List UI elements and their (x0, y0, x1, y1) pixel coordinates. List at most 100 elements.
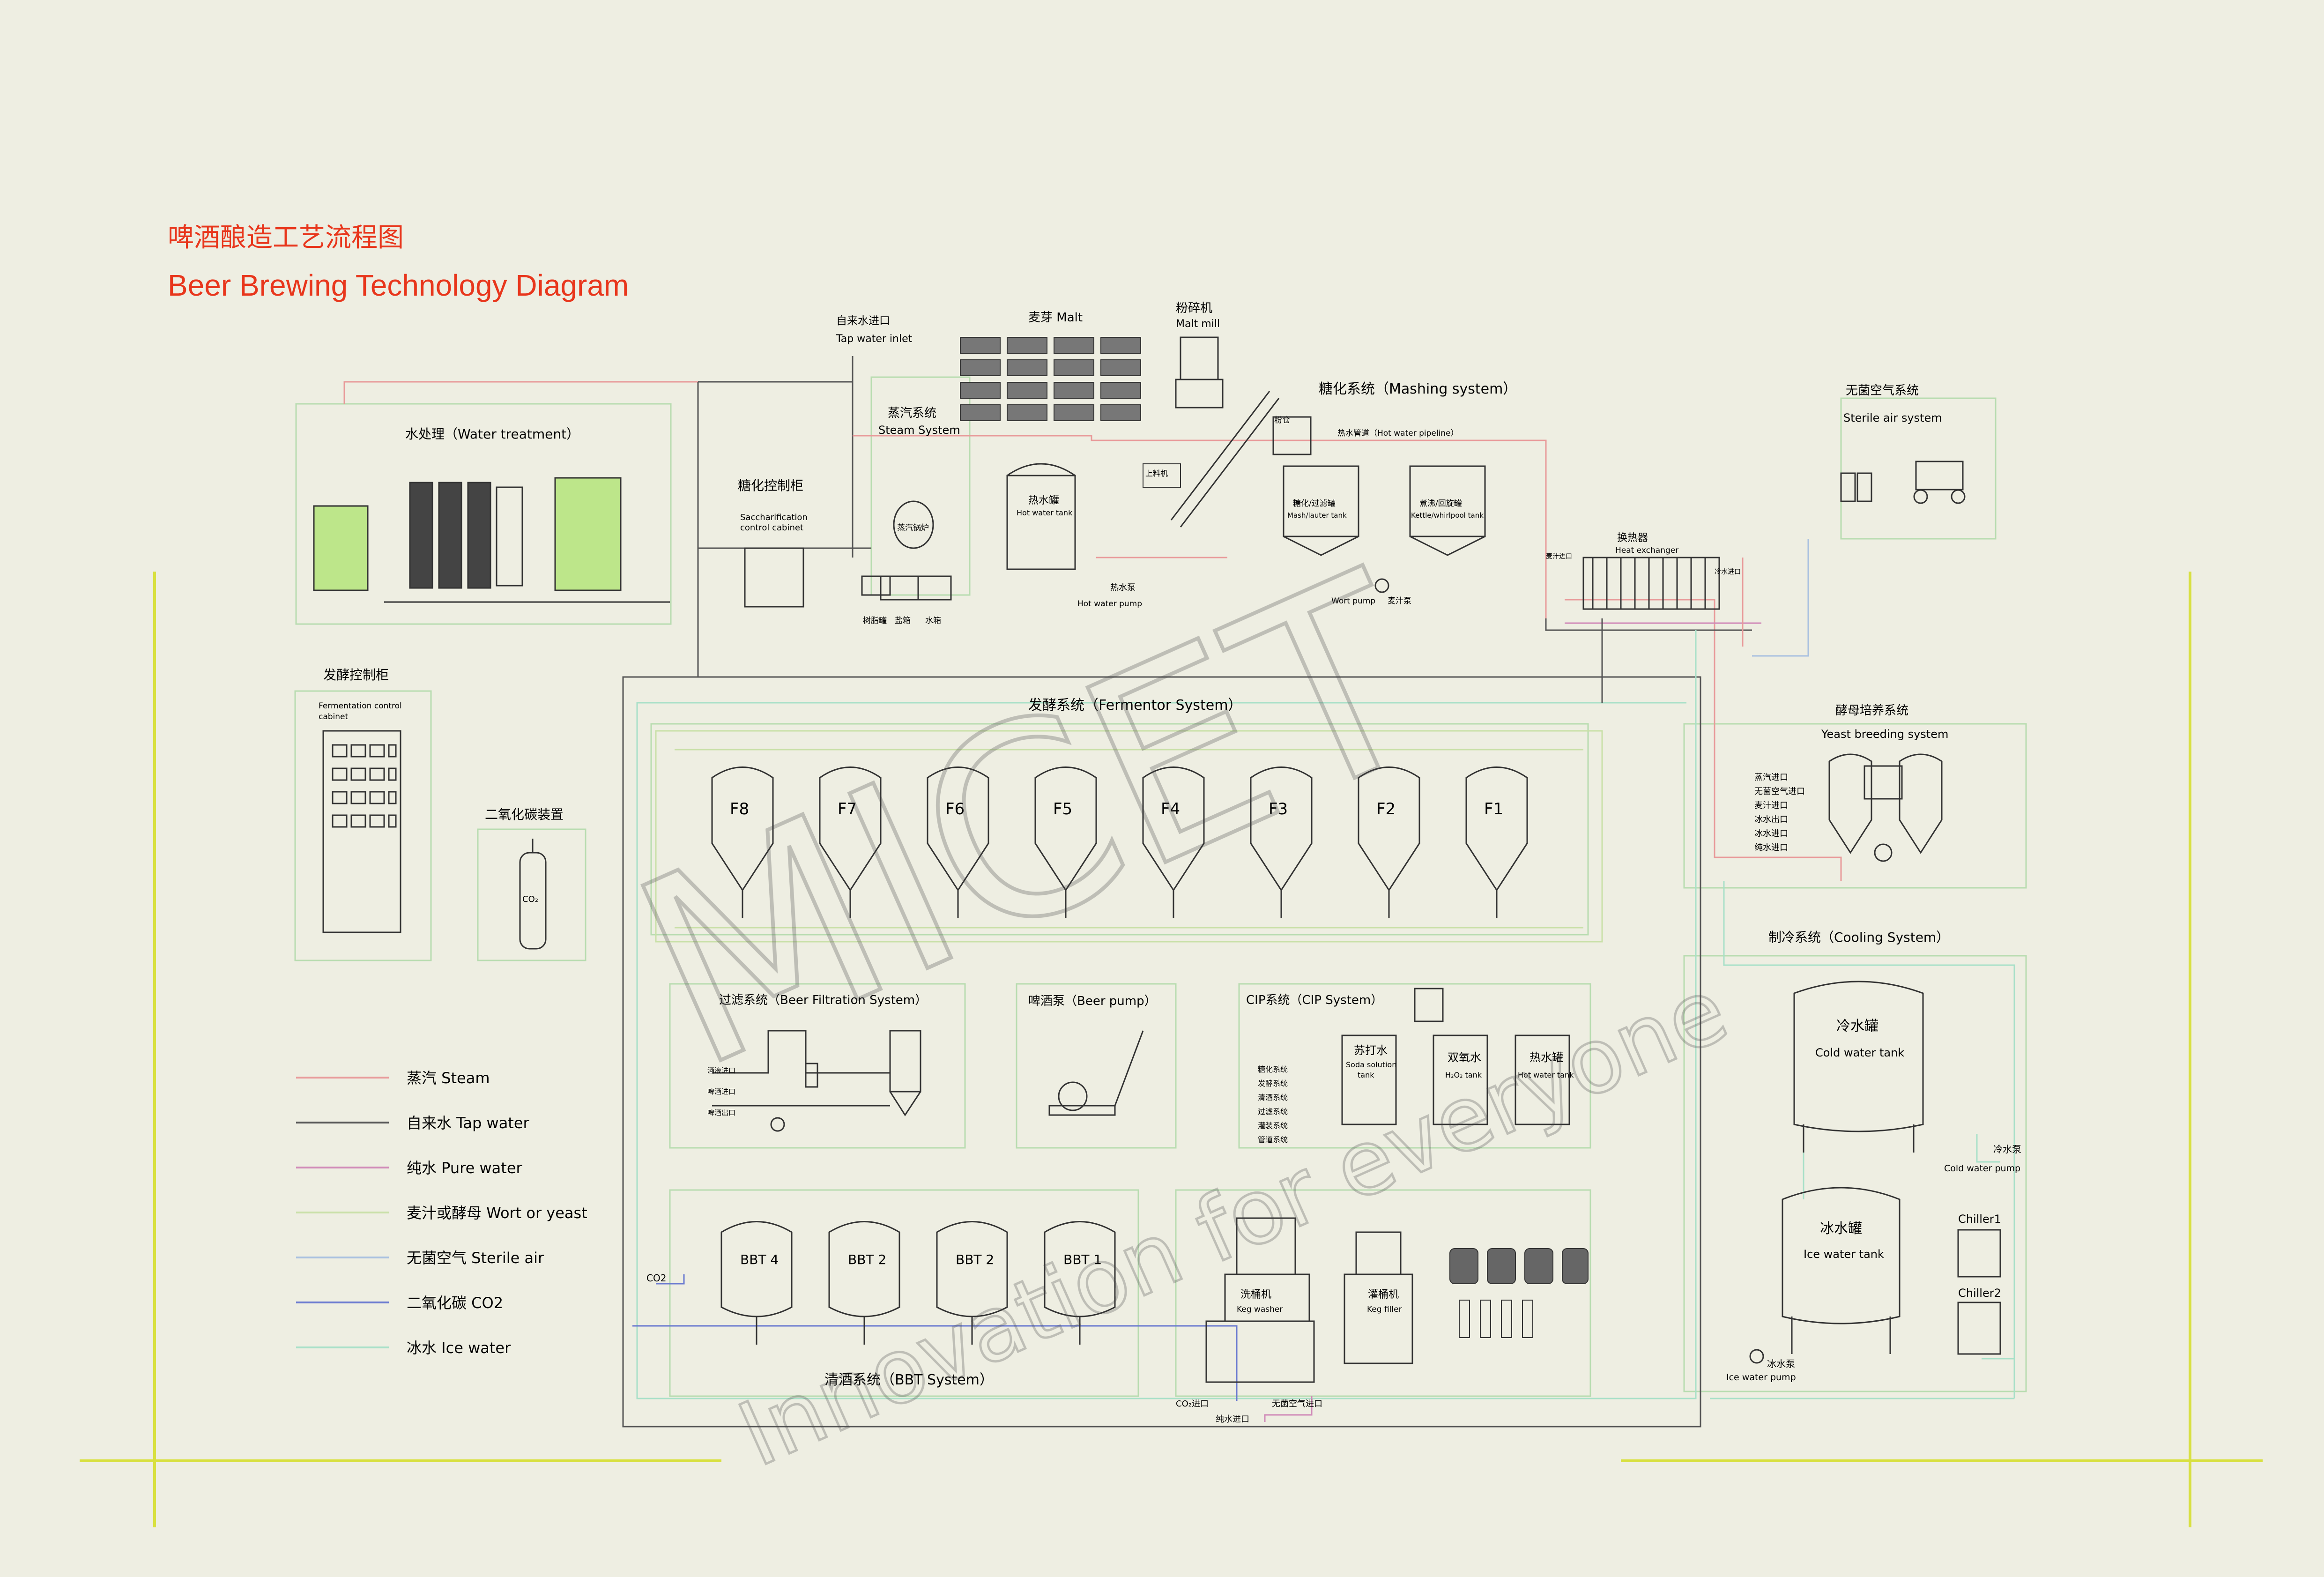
diagram-title-cn: 啤酒酿造工艺流程图 (168, 223, 404, 253)
yeast-port-label: 麦汁进口 (1754, 801, 1788, 811)
chillers (1957, 1229, 2001, 1355)
heat-exchanger (1582, 557, 1720, 610)
fermentor-tank: F1 (1465, 766, 1528, 918)
bbt-row: BBT 4 BBT 2 BBT 2 BBT 1 (720, 1221, 1116, 1345)
co2-inlet-label: CO₂进口 (1176, 1399, 1209, 1409)
legend-item: 冰水 Ice water (296, 1339, 511, 1357)
keg-washer (1205, 1217, 1315, 1383)
filter-port-label: 啤酒进口 (707, 1087, 735, 1096)
yeast-port-label: 冰水进口 (1754, 829, 1788, 839)
keg-filler-label-cn: 灌桶机 (1368, 1289, 1399, 1301)
ferm-cabinet-label-en2: cabinet (319, 712, 349, 722)
cip-line-label: 过滤系统 (1258, 1107, 1288, 1116)
cip-hot-tank-label-cn: 热水罐 (1530, 1051, 1563, 1064)
bbt-tank: BBT 1 (1044, 1221, 1116, 1345)
water-treatment-equipment (313, 477, 670, 603)
keg-filler-label-en: Keg filler (1367, 1305, 1402, 1314)
ice-water-tank-label-cn: 冰水罐 (1820, 1220, 1862, 1237)
sacch-cabinet (744, 547, 804, 608)
yeast-system-label-cn: 酵母培养系统 (1835, 704, 1908, 718)
cip-line-label: 清酒系统 (1258, 1093, 1288, 1102)
chiller2-label: Chiller2 (1958, 1287, 2001, 1300)
h2o2-tank-label-en: H₂O₂ tank (1445, 1071, 1482, 1079)
kettle-label-en: Kettle/whirlpool tank (1411, 511, 1484, 520)
heat-exchanger-label-cn: 换热器 (1617, 532, 1648, 544)
resin-label: 树脂罐 (863, 616, 887, 625)
soda-tank-label-en1: Soda solution (1346, 1060, 1396, 1069)
process-boundary (622, 676, 1701, 1428)
tap-inlet-label-cn: 自来水进口 (836, 315, 890, 327)
cip-line-label: 灌装系统 (1258, 1121, 1288, 1130)
mill-label-cn: 粉碎机 (1176, 301, 1212, 315)
lift (1143, 463, 1181, 488)
water-treatment-label: 水处理（Water treatment） (405, 426, 579, 442)
system-frames (294, 376, 2027, 1397)
watermark: MICET Innovation for everyone (596, 514, 1743, 1488)
water-tank-label: 水箱 (925, 616, 941, 625)
ferm-cabinet-label-en1: Fermentation control (319, 701, 402, 711)
watermark-brand: MICET (598, 516, 1469, 1128)
grist-case-label: 粉仓 (1274, 416, 1290, 425)
hot-water-tank-label-cn: 热水罐 (1028, 495, 1059, 506)
bbt-system-label: 清酒系统（BBT System） (824, 1372, 994, 1388)
bbt-tank: BBT 2 (936, 1221, 1008, 1345)
legend-item: 二氧化碳 CO2 (296, 1294, 503, 1312)
wort-inlet-label: 麦汁进口 (1546, 553, 1572, 560)
cip-line-label: 管道系统 (1258, 1135, 1288, 1144)
sacch-cabinet-label-cn: 糖化控制柜 (738, 478, 803, 493)
steam-system-label-en: Steam System (878, 424, 960, 437)
ferm-cabinet (322, 730, 401, 933)
malt-mill (1170, 336, 1280, 528)
legend-label: 冰水 Ice water (407, 1339, 511, 1357)
fermentor-tank: F6 (927, 766, 989, 918)
fermentor-label: F5 (1053, 800, 1072, 818)
cold-pump-label-en: Cold water pump (1944, 1163, 2020, 1174)
bbt-label: BBT 4 (740, 1252, 779, 1267)
tap-inlet-label-en: Tap water inlet (836, 333, 913, 345)
ferm-cabinet-label-cn: 发酵控制柜 (323, 667, 389, 683)
malt-label: 麦芽 Malt (1028, 311, 1083, 325)
cip-tanks (1341, 988, 1570, 1125)
keg-washer-label-en: Keg washer (1237, 1305, 1283, 1314)
legend-label: 蒸汽 Steam (407, 1069, 490, 1087)
keg-washer-label-cn: 洗桶机 (1240, 1289, 1271, 1301)
wort-pump-label: Wort pump (1331, 596, 1375, 606)
malt-bags (960, 337, 1141, 421)
co2-line-label: CO2 (646, 1272, 666, 1284)
pure-water-inlet-label: 纯水进口 (1216, 1414, 1249, 1424)
chilled-inlet-label: 冷水进口 (1715, 568, 1741, 576)
fermentor-tank: F2 (1358, 766, 1420, 918)
fermentor-label: F1 (1484, 800, 1503, 818)
yeast-tanks (1828, 753, 1943, 862)
hot-water-tank-label-en: Hot water tank (1017, 508, 1073, 517)
hot-water-tank (1006, 463, 1076, 570)
keg-filler (1344, 1231, 1413, 1364)
yeast-system-label-en: Yeast breeding system (1821, 728, 1948, 741)
yeast-port-label: 无菌空气进口 (1754, 787, 1805, 796)
steam-boiler-label: 蒸汽锅炉 (897, 523, 929, 533)
cold-water-tank (1793, 981, 1924, 1153)
legend-label: 纯水 Pure water (407, 1159, 523, 1177)
co2-bottle (519, 839, 547, 950)
legend-item: 蒸汽 Steam (296, 1069, 490, 1087)
hot-water-pump-label-en: Hot water pump (1077, 599, 1142, 609)
pipelines (343, 356, 2015, 1422)
bbt-label: BBT 2 (956, 1252, 994, 1267)
fermentor-tank: F4 (1142, 766, 1205, 918)
cip-line-label: 糖化系统 (1258, 1065, 1288, 1074)
cip-hot-tank-label-en: Hot water tank (1518, 1071, 1574, 1079)
legend-item: 无菌空气 Sterile air (296, 1249, 544, 1267)
beer-pump-label: 啤酒泵（Beer pump） (1028, 994, 1157, 1008)
sacch-cabinet-label-en1: Saccharification (740, 513, 808, 522)
sterile-air-label-cn: 无菌空气系统 (1846, 384, 1919, 398)
ice-pump-label-cn: 冰水泵 (1767, 1358, 1795, 1369)
sterile-air-label-en: Sterile air system (1843, 411, 1942, 424)
bbt-tank: BBT 2 (828, 1221, 900, 1345)
co2-bottle-label: CO₂ (522, 894, 538, 904)
yeast-port-label: 冰水出口 (1754, 815, 1788, 825)
salt-label: 盐箱 (895, 616, 911, 625)
fermentor-label: F7 (838, 800, 857, 818)
cold-water-tank-label-en: Cold water tank (1815, 1046, 1904, 1059)
h2o2-tank-label-cn: 双氧水 (1448, 1051, 1481, 1064)
